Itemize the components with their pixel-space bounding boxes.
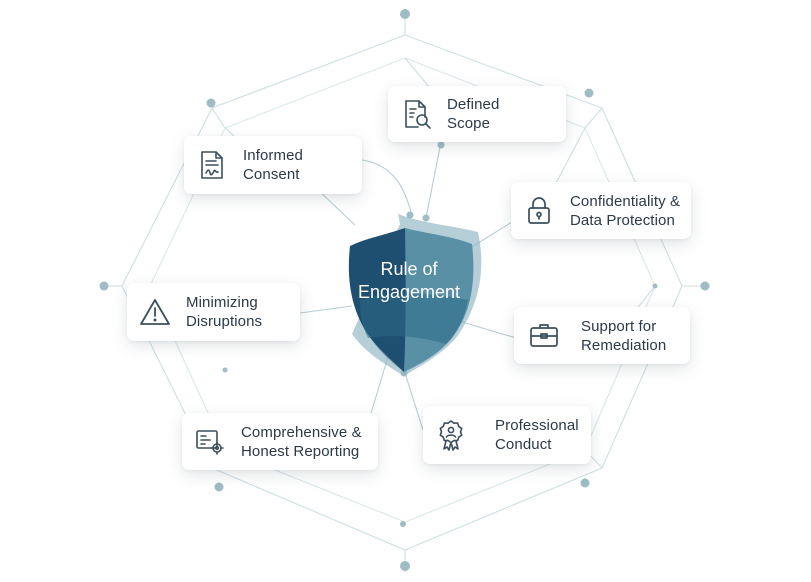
card-label: Professional Conduct [495,417,579,453]
card-confidentiality: Confidentiality & Data Protection [511,182,691,239]
card-minimizing-disruptions: Minimizing Disruptions [127,283,300,341]
card-informed-consent: Informed Consent [184,136,362,194]
card-professional-conduct: Professional Conduct [423,406,591,464]
warning-icon [139,296,171,328]
document-search-icon [400,98,432,130]
shield-overlay [360,293,468,344]
center-title: Rule of Engagement [357,259,461,302]
card-label: Confidentiality & Data Protection [570,192,681,229]
card-support-remediation: Support for Remediation [514,307,690,364]
padlock-icon [523,194,555,226]
award-badge-icon [435,419,467,451]
card-defined-scope: Defined Scope [388,86,566,142]
card-label: Support for Remediation [581,317,667,354]
report-gear-icon [194,425,226,457]
card-label: Defined Scope [447,96,500,132]
signed-document-icon [196,149,228,181]
card-label: Comprehensive & Honest Reporting [241,423,362,460]
shield-icon [348,214,482,376]
card-comprehensive-reporting: Comprehensive & Honest Reporting [182,413,378,470]
card-label: Minimizing Disruptions [186,294,263,330]
briefcase-icon [528,319,560,351]
card-label: Informed Consent [243,147,303,183]
